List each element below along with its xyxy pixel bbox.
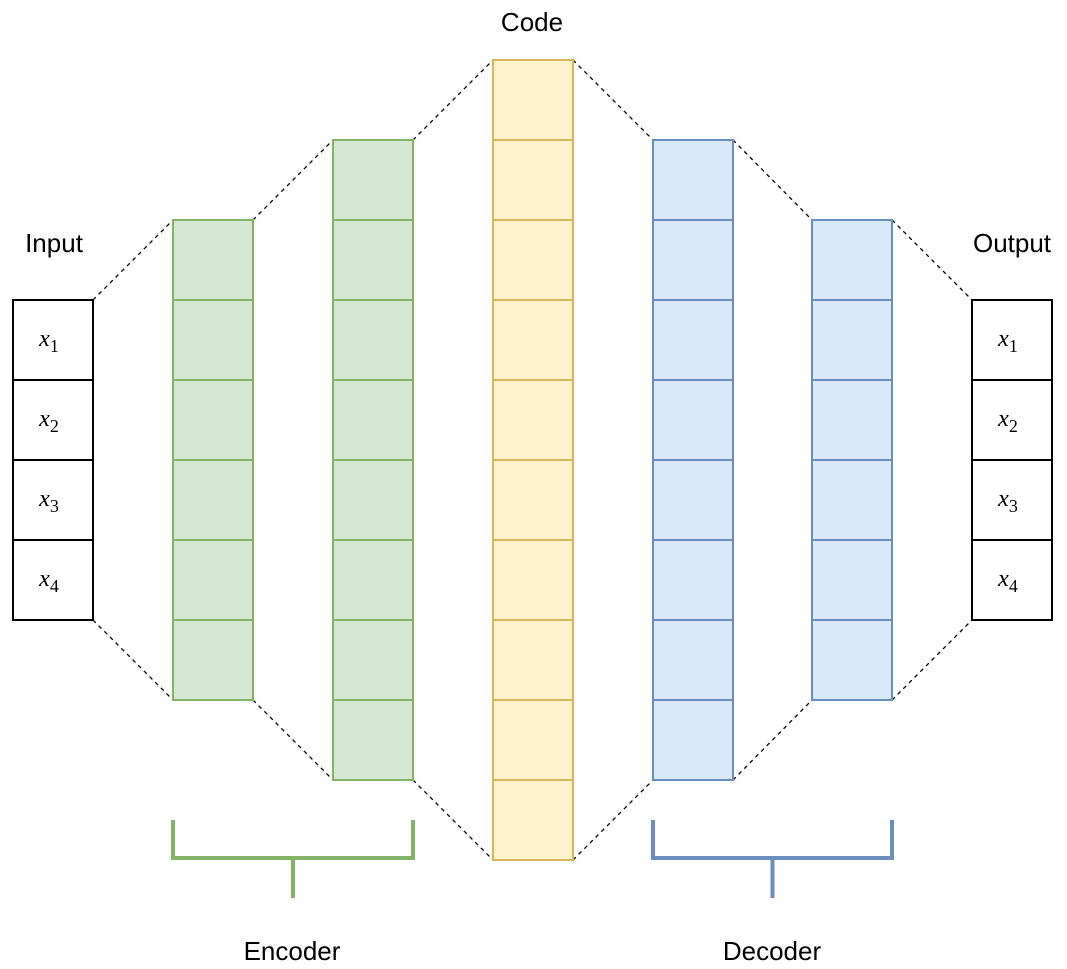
decoder-label: Decoder xyxy=(722,936,822,966)
decoder-layer-2-cell-1 xyxy=(811,219,893,301)
output-cell-4 xyxy=(971,539,1053,621)
decoder-bracket xyxy=(651,820,894,860)
connector-bottom-5 xyxy=(732,699,813,781)
connector-bottom-1 xyxy=(92,619,174,701)
encoder-layer-1-cell-1 xyxy=(172,219,254,301)
encoder-layer-1-cell-3 xyxy=(172,379,254,461)
input-cell-3 xyxy=(12,459,94,541)
input-var-3: x3 xyxy=(38,486,59,516)
decoder-layer-2-cell-3 xyxy=(811,379,893,461)
decoder-layer-1-cell-1 xyxy=(652,139,734,221)
input-cell-1 xyxy=(12,299,94,381)
connector-bottom-4 xyxy=(572,779,654,861)
encoder-layer-2-cell-4 xyxy=(332,379,414,461)
encoder-layer-1-cell-5 xyxy=(172,539,254,621)
encoder-layer-2-cell-2 xyxy=(332,219,414,301)
input-cell-4 xyxy=(12,539,94,621)
decoder-layer-2-cell-4 xyxy=(811,459,893,541)
decoder-layer-2-cell-2 xyxy=(811,299,893,381)
code-layer-cell-6 xyxy=(492,459,574,541)
decoder-layer-1-cell-3 xyxy=(652,299,734,381)
connector-top-2 xyxy=(252,139,334,221)
encoder-layer-2-cell-8 xyxy=(332,699,414,781)
code-layer-cell-5 xyxy=(492,379,574,461)
encoder-bracket xyxy=(171,820,415,860)
connector-top-1 xyxy=(92,219,174,301)
code-label: Code xyxy=(500,7,564,37)
decoder-layer-1-cell-7 xyxy=(652,619,734,701)
output-cell-1 xyxy=(971,299,1053,381)
output-var-1: x1 xyxy=(997,326,1018,356)
connector-top-6 xyxy=(891,219,973,301)
output-var-2: x2 xyxy=(997,406,1018,436)
input-var-2: x2 xyxy=(38,406,59,436)
code-layer-cell-10 xyxy=(492,779,574,861)
encoder-layer-2-cell-5 xyxy=(332,459,414,541)
output-cell-2 xyxy=(971,379,1053,461)
decoder-layer-1-cell-5 xyxy=(652,459,734,541)
code-layer-cell-7 xyxy=(492,539,574,621)
code-layer-cell-9 xyxy=(492,699,574,781)
connector-bottom-2 xyxy=(252,699,334,781)
code-layer-cell-4 xyxy=(492,299,574,381)
decoder-layer-2-cell-6 xyxy=(811,619,893,701)
input-label: Input xyxy=(25,228,83,258)
decoder-layer-1-cell-6 xyxy=(652,539,734,621)
code-layer-cell-2 xyxy=(492,139,574,221)
output-cell-3 xyxy=(971,459,1053,541)
output-var-4: x4 xyxy=(997,566,1018,596)
connector-top-4 xyxy=(572,59,654,141)
input-var-4: x4 xyxy=(38,566,59,596)
decoder-layer-1-cell-4 xyxy=(652,379,734,461)
input-var-1: x1 xyxy=(38,326,59,356)
code-layer-cell-1 xyxy=(492,59,574,141)
encoder-layer-2-cell-1 xyxy=(332,139,414,221)
code-layer-cell-8 xyxy=(492,619,574,701)
encoder-layer-2-cell-7 xyxy=(332,619,414,701)
output-var-3: x3 xyxy=(997,486,1018,516)
decoder-layer-1-cell-8 xyxy=(652,699,734,781)
connector-top-3 xyxy=(412,59,494,141)
encoder-layer-1-cell-4 xyxy=(172,459,254,541)
output-label: Output xyxy=(972,228,1052,258)
code-layer-cell-3 xyxy=(492,219,574,301)
encoder-label: Encoder xyxy=(243,936,341,966)
input-cell-2 xyxy=(12,379,94,461)
connector-top-5 xyxy=(732,139,813,221)
decoder-layer-1-cell-2 xyxy=(652,219,734,301)
encoder-layer-2-cell-6 xyxy=(332,539,414,621)
connector-bottom-3 xyxy=(412,779,494,861)
decoder-layer-2-cell-5 xyxy=(811,539,893,621)
connector-bottom-6 xyxy=(891,619,973,701)
encoder-layer-2-cell-3 xyxy=(332,299,414,381)
encoder-layer-1-cell-2 xyxy=(172,299,254,381)
encoder-layer-1-cell-6 xyxy=(172,619,254,701)
